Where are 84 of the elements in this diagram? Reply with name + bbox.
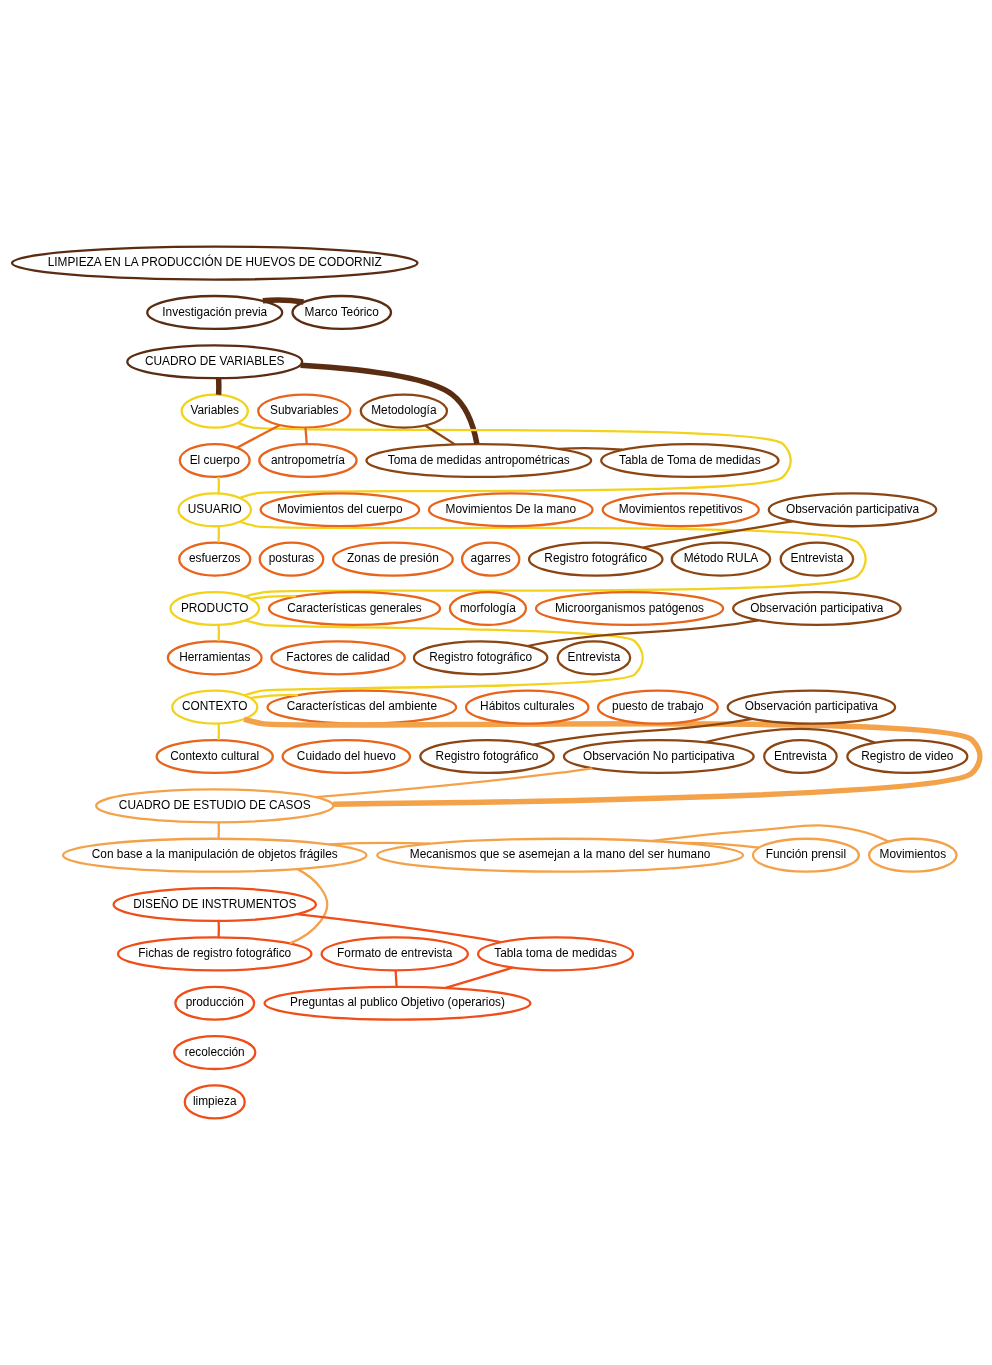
node-ellipse: Método RULA bbox=[670, 541, 772, 577]
node-ellipse: Preguntas al publico Objetivo (operarios) bbox=[263, 985, 532, 1021]
connector bbox=[239, 520, 867, 598]
node-ellipse: antropometría bbox=[258, 442, 358, 479]
node-ellipse: Mecanismos que se asemejan a la mano del ser humano bbox=[376, 837, 745, 873]
node-ellipse: Tabla de Toma de medidas bbox=[600, 442, 780, 479]
connector bbox=[250, 693, 299, 700]
connector bbox=[250, 595, 296, 601]
node-ellipse: Movimientos repetitivos bbox=[601, 492, 760, 528]
node-ellipse: Hábitos culturales bbox=[464, 689, 590, 725]
connector bbox=[217, 920, 220, 938]
node-ellipse: Observación participativa bbox=[732, 590, 902, 627]
connector bbox=[243, 716, 982, 807]
node-ellipse: recolección bbox=[173, 1034, 257, 1071]
connector bbox=[681, 841, 760, 849]
node-ellipse: Entrevista bbox=[763, 738, 838, 775]
connector bbox=[217, 526, 220, 543]
node-ellipse: Movimientos bbox=[867, 837, 958, 873]
connector bbox=[217, 822, 220, 839]
connector bbox=[300, 362, 480, 445]
node-ellipse: puesto de trabajo bbox=[596, 689, 719, 725]
connector bbox=[217, 476, 220, 494]
node-ellipse: Función prensil bbox=[751, 837, 860, 873]
node-ellipse: agarres bbox=[460, 541, 521, 577]
connector bbox=[445, 966, 514, 989]
node-ellipse: esfuerzos bbox=[178, 541, 252, 577]
node-ellipse: Observación participativa bbox=[767, 492, 938, 528]
node-ellipse: CONTEXTO bbox=[171, 689, 259, 725]
node-ellipse: LIMPIEZA EN LA PRODUCCIÓN DE HUEVOS DE CODORNIZ bbox=[10, 245, 419, 281]
connector bbox=[394, 970, 398, 987]
connector bbox=[304, 427, 308, 444]
node-ellipse: Registro de video bbox=[846, 738, 969, 775]
node-ellipse: Cuidado del huevo bbox=[281, 738, 412, 775]
node-ellipse: Herramientas bbox=[166, 640, 263, 676]
node-ellipse: Características del ambiente bbox=[266, 689, 458, 725]
connector bbox=[315, 767, 593, 799]
connector bbox=[424, 424, 456, 446]
node-ellipse: Formato de entrevista bbox=[320, 936, 469, 972]
connector bbox=[236, 424, 281, 449]
node-ellipse: PRODUCTO bbox=[169, 590, 261, 627]
node-ellipse: Investigación previa bbox=[146, 294, 284, 331]
node-ellipse: Movimientos De la mano bbox=[427, 492, 594, 528]
node-ellipse: producción bbox=[174, 985, 256, 1021]
connector bbox=[533, 717, 754, 746]
node-ellipse: posturas bbox=[258, 541, 325, 577]
node-ellipse: USUARIO bbox=[177, 492, 253, 528]
connector bbox=[558, 447, 623, 451]
node-ellipse: Zonas de presión bbox=[331, 541, 454, 577]
node-ellipse: DISEÑO DE INSTRUMENTOS bbox=[112, 886, 317, 923]
connector bbox=[705, 727, 876, 744]
connector bbox=[217, 624, 220, 642]
node-ellipse: Registro fotográfico bbox=[419, 738, 555, 775]
connector bbox=[296, 913, 501, 944]
connector bbox=[328, 841, 430, 846]
node-ellipse: CUADRO DE ESTUDIO DE CASOS bbox=[95, 788, 335, 824]
node-ellipse: Observación participativa bbox=[726, 689, 897, 725]
node-ellipse: Metodología bbox=[359, 393, 449, 429]
node-ellipse: Con base a la manipulación de objetos frágiles bbox=[61, 837, 368, 873]
connector bbox=[643, 520, 793, 549]
node-ellipse: Variables bbox=[180, 393, 249, 429]
node-ellipse: Toma de medidas antropométricas bbox=[365, 442, 593, 479]
node-ellipse: Entrevista bbox=[779, 541, 855, 577]
node-ellipse: Observación No participativa bbox=[562, 738, 755, 775]
node-ellipse: Registro fotográfico bbox=[412, 640, 549, 676]
node-ellipse: Registro fotográfico bbox=[527, 541, 664, 577]
node-ellipse: CUADRO DE VARIABLES bbox=[126, 344, 304, 380]
node-ellipse: Contexto cultural bbox=[155, 738, 274, 775]
connector bbox=[244, 619, 644, 697]
node-ellipse: Fichas de registro fotográfico bbox=[116, 936, 313, 972]
connector bbox=[652, 824, 889, 843]
node-ellipse: Subvariables bbox=[257, 393, 352, 429]
node-ellipse: Movimientos del cuerpo bbox=[259, 492, 421, 528]
node-ellipse: Marco Teórico bbox=[291, 294, 393, 331]
connector bbox=[215, 378, 222, 395]
node-ellipse: Entrevista bbox=[556, 640, 632, 676]
node-ellipse: Características generales bbox=[267, 590, 442, 627]
node-ellipse: Microorganismos patógenos bbox=[534, 590, 725, 627]
node-ellipse: El cuerpo bbox=[178, 442, 251, 479]
connector bbox=[237, 422, 792, 499]
node-ellipse: limpieza bbox=[183, 1084, 246, 1120]
connector bbox=[527, 619, 759, 648]
node-ellipse: Factores de calidad bbox=[270, 640, 406, 676]
node-ellipse: morfología bbox=[448, 590, 528, 627]
node-ellipse: Tabla toma de medidas bbox=[477, 936, 635, 972]
